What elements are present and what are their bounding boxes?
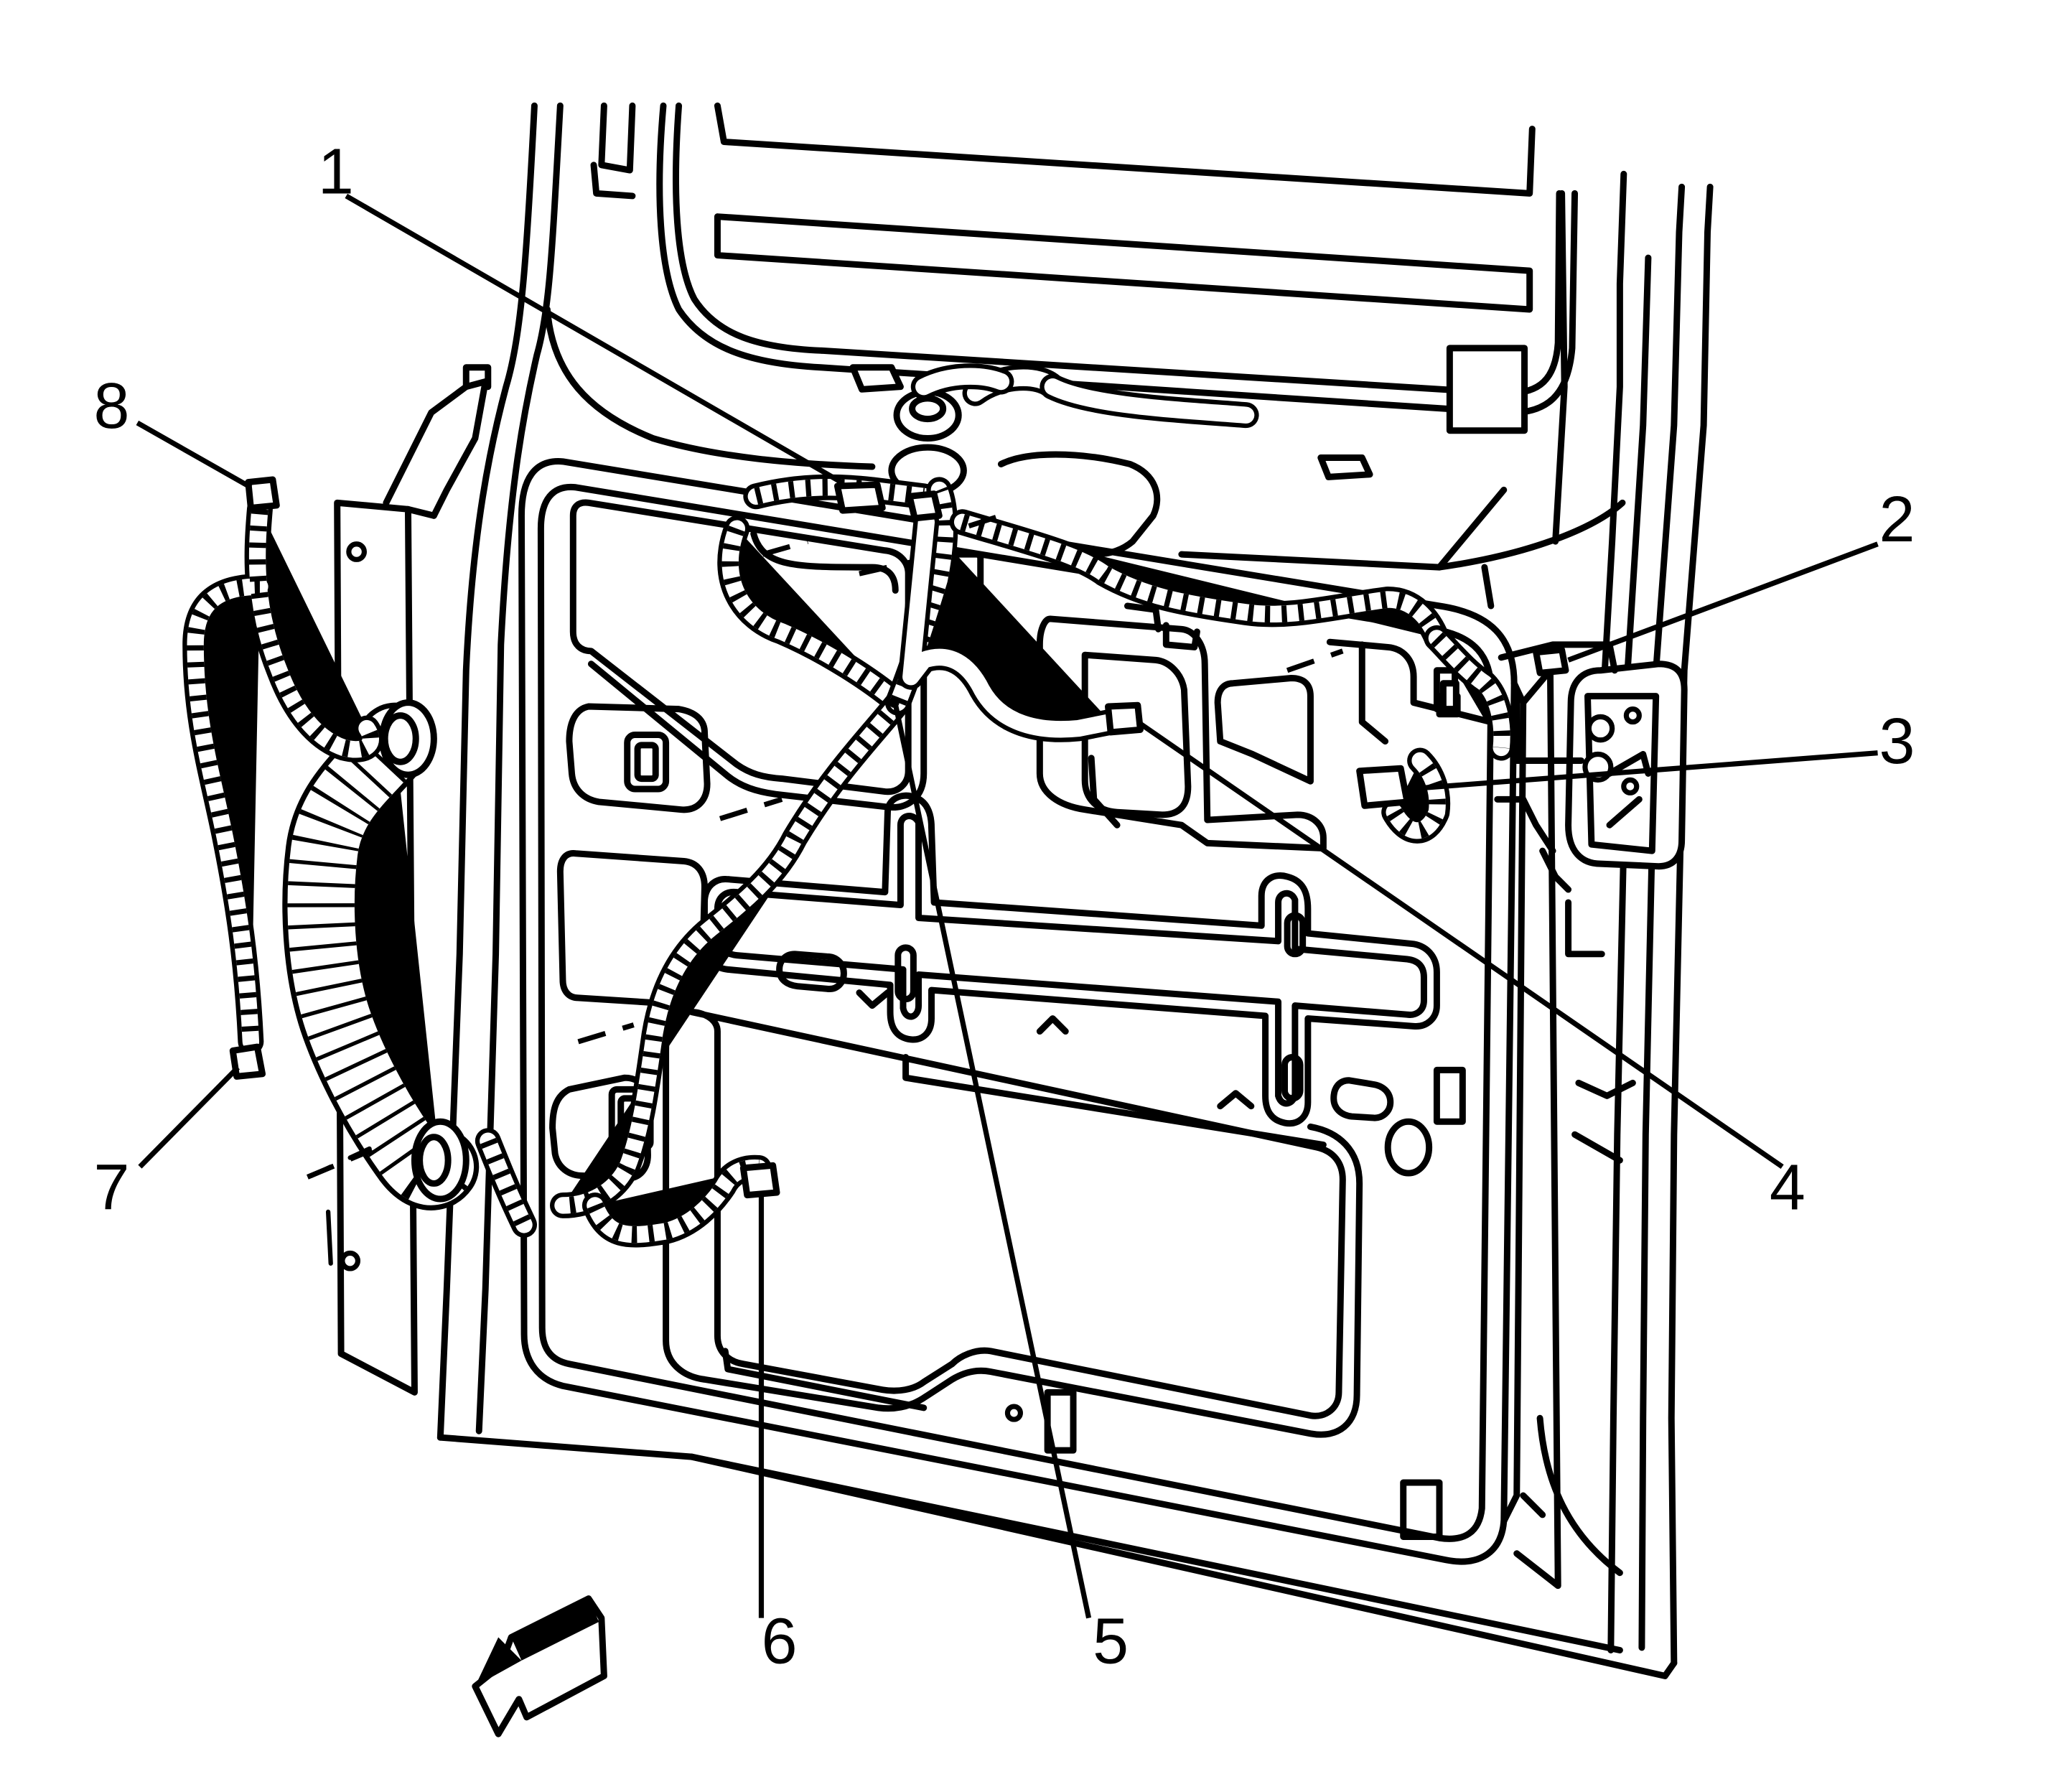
inner-door-panel	[518, 458, 1561, 1590]
leader-5	[892, 703, 1092, 1619]
connector-6	[739, 1162, 780, 1199]
lower-cavity	[663, 1009, 1443, 1540]
door-harness-conduit	[312, 699, 466, 1199]
callout-3: 3	[1879, 706, 1915, 778]
hinge-bolt-hole	[346, 541, 367, 562]
window-corner-block	[1446, 345, 1528, 434]
attachment-lines	[307, 513, 1344, 1180]
connector-2	[1533, 646, 1569, 676]
connector-7	[229, 1043, 266, 1080]
window-opening	[590, 102, 1579, 434]
upper-right-stampings	[1036, 602, 1495, 852]
callout-labels: 1 2 3 4 5 6 7 8	[93, 136, 1915, 1677]
leader-8	[136, 420, 253, 490]
hinge-bolt-hole	[340, 1250, 361, 1271]
callout-5: 5	[1093, 1605, 1129, 1677]
conduit-grommet-upper	[379, 699, 437, 778]
callout-4: 4	[1770, 1152, 1806, 1223]
door-shell	[462, 306, 1626, 610]
leader-1	[345, 193, 843, 485]
latch-connector	[1439, 680, 1459, 713]
leader-3	[1408, 750, 1878, 792]
door-latch-assembly	[1494, 641, 1688, 1577]
connector-1b	[906, 490, 943, 522]
jumper-harness	[195, 509, 370, 1042]
connector-8	[245, 476, 280, 511]
connector-3	[1356, 765, 1411, 809]
callout-7: 7	[93, 1152, 129, 1223]
callout-6: 6	[762, 1605, 798, 1677]
callout-1: 1	[318, 136, 354, 207]
view-direction-arrow	[472, 1595, 607, 1737]
connector-4	[1105, 701, 1144, 736]
leader-lines	[136, 193, 1879, 1619]
callout-2: 2	[1879, 484, 1915, 556]
panel-stampings	[701, 792, 1466, 1177]
callout-8: 8	[93, 370, 129, 442]
leader-4	[1136, 719, 1784, 1170]
leader-7	[138, 1065, 240, 1169]
leader-2	[1567, 541, 1879, 663]
connector-1	[833, 481, 886, 514]
